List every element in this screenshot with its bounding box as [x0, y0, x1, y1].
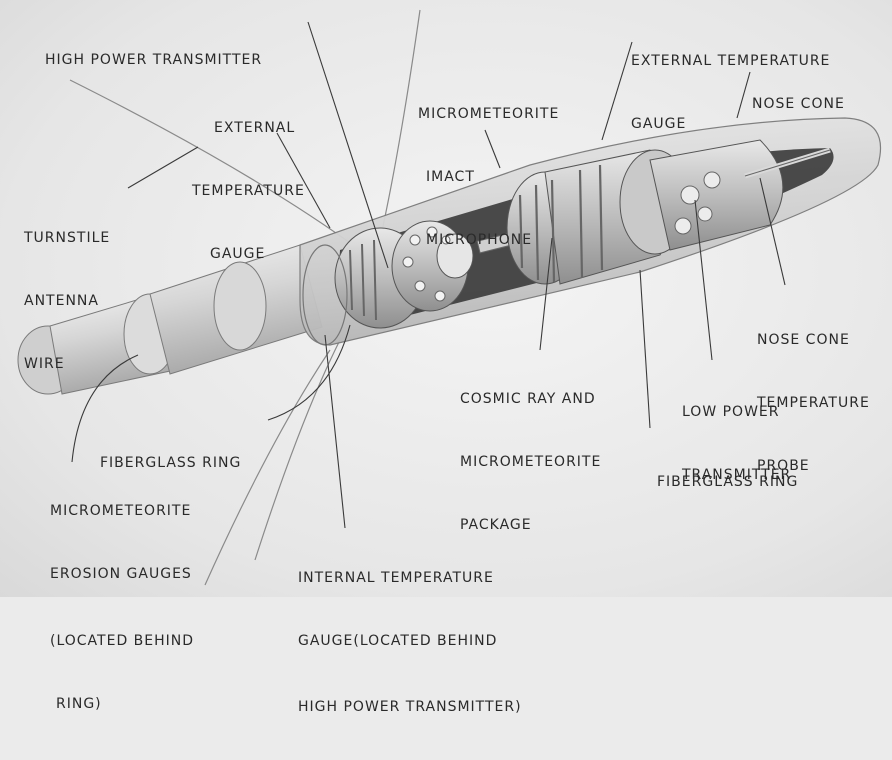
label-fiberglass-ring-right: FIBERGLASS RING	[657, 430, 798, 535]
satellite-diagram: HIGH POWER TRANSMITTER EXTERNAL TEMPERAT…	[0, 0, 892, 597]
label-turnstile-antenna-wire: TURNSTILE ANTENNA WIRE	[24, 186, 110, 417]
label-nose-cone: NOSE CONE	[752, 52, 845, 157]
label-internal-temperature-gauge: INTERNAL TEMPERATURE GAUGE(LOCATED BEHIN…	[298, 526, 522, 760]
label-micrometeorite-erosion-gauges: MICROMETEORITE EROSION GAUGES (LOCATED B…	[50, 459, 194, 757]
label-external-temperature-gauge-left: EXTERNAL TEMPERATURE GAUGE	[192, 76, 305, 307]
label-micrometeorite-impact-microphone: MICROMETEORITE IMACT MICROPHONE	[418, 62, 559, 293]
